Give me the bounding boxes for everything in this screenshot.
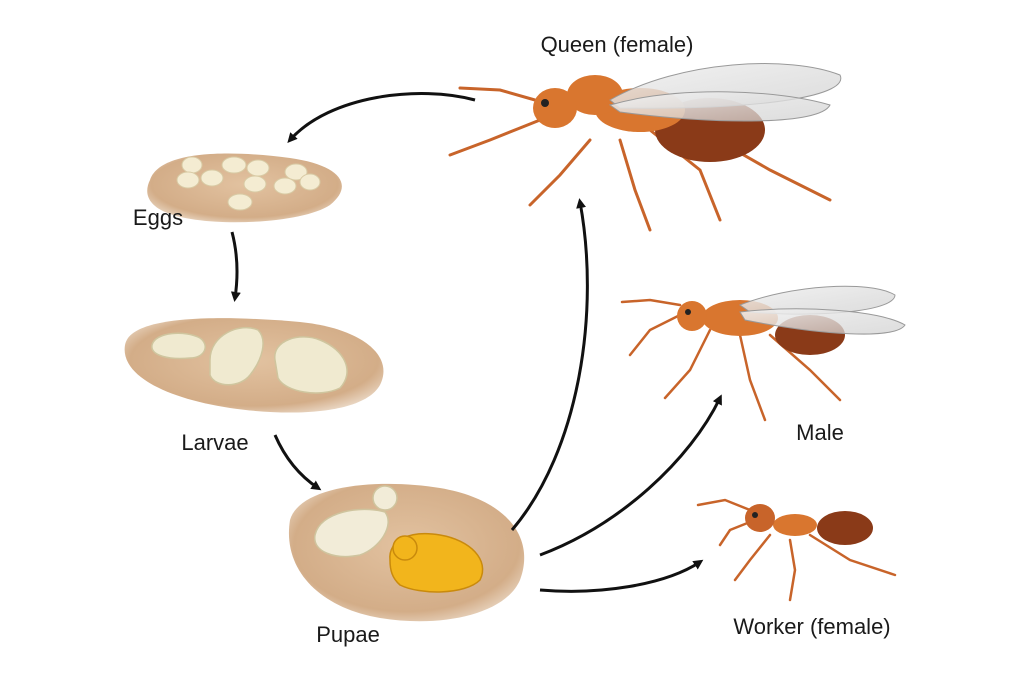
egg-cluster [176,156,321,211]
label-pupae: Pupae [316,622,380,647]
label-larvae: Larvae [181,430,248,455]
larvae-mound [124,318,384,413]
queen-ant-illustration [448,63,842,232]
larvae-group [151,326,348,394]
arrow-pupae-to-male [539,394,722,557]
white-pupa [314,485,398,558]
label-male: Male [796,420,844,445]
male-ant-illustration [620,285,906,422]
arrow-queen-to-eggs [287,92,476,143]
golden-pupa [389,533,484,593]
arrow-pupae-to-worker [539,559,704,593]
label-eggs: Eggs [133,205,183,230]
eggs-mound [147,153,342,223]
arrow-eggs-to-larvae [230,231,241,302]
arrow-larvae-to-pupae [273,434,322,491]
label-queen: Queen (female) [541,32,694,57]
arrow-pupae-to-queen [510,198,589,531]
label-worker: Worker (female) [733,614,890,639]
pupae-mound [288,483,525,622]
worker-ant-illustration [696,498,897,602]
